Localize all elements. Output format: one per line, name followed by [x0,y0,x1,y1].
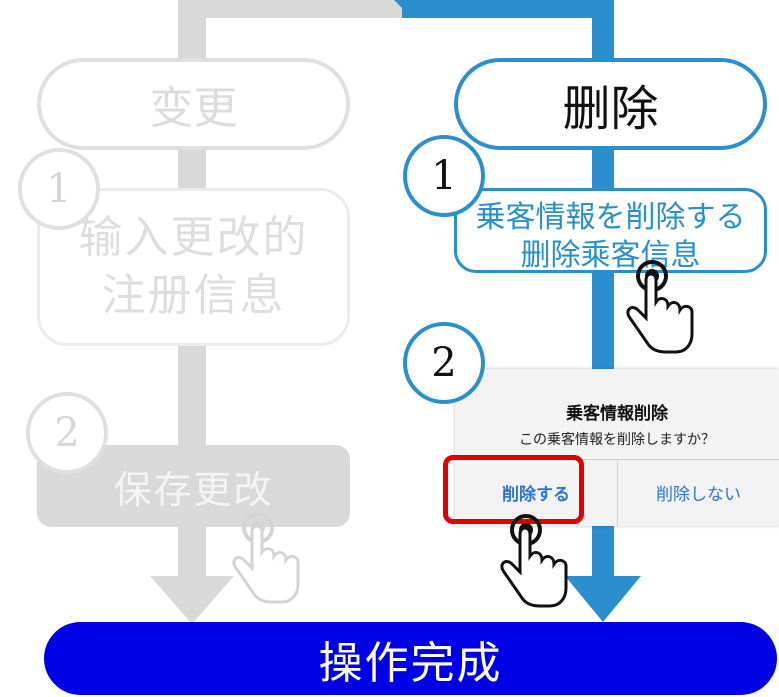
branch-split-marker [394,0,410,8]
save-changes-label: 保存更改 [113,467,274,512]
dialog-title: 乗客情報削除 [566,404,668,424]
left-tap-hand-icon [232,512,300,604]
left-step1-line2: 注册信息 [101,270,286,321]
left-branch-arrowhead [150,576,234,624]
right-step2-number: 2 [403,322,485,404]
right-step2-tap-hand-icon [500,514,568,608]
dialog-button-divider [617,459,618,526]
change-header-label: 变更 [149,83,238,134]
delete-passenger-info-box[interactable]: 乗客情報を削除する 删除乘客信息 [454,188,767,273]
left-step1-line1: 输入更改的 [78,212,309,263]
operation-complete-bar: 操作完成 [44,622,777,695]
right-step1-line2: 删除乘客信息 [520,238,701,273]
left-step1-box: 输入更改的 注册信息 [37,188,350,346]
right-step1-tap-hand-icon [626,260,694,354]
delete-header-label: 删除 [562,81,659,137]
right-branch-arrowhead [565,576,641,622]
right-step1-line1: 乗客情報を削除する [475,200,746,235]
delete-confirm-dialog: 乗客情報削除 この乗客情報を削除しますか？ 削除する 削除しない [455,369,779,526]
left-step2-number: 2 [26,392,108,474]
operation-complete-label: 操作完成 [318,637,503,689]
right-branch-top-line [402,0,614,18]
change-header: 变更 [37,58,350,150]
left-branch-top-line [178,0,402,18]
dialog-message: この乗客情報を削除しますか？ [519,432,715,448]
dialog-confirm-delete-button[interactable]: 削除する [502,485,570,505]
delete-header: 删除 [454,58,767,150]
right-step1-number: 1 [403,135,485,217]
left-step1-number: 1 [18,148,100,230]
save-changes-button[interactable]: 保存更改 [37,445,350,527]
dialog-cancel-button[interactable]: 削除しない [656,485,741,505]
right-branch-drop-line-lower [592,520,614,580]
